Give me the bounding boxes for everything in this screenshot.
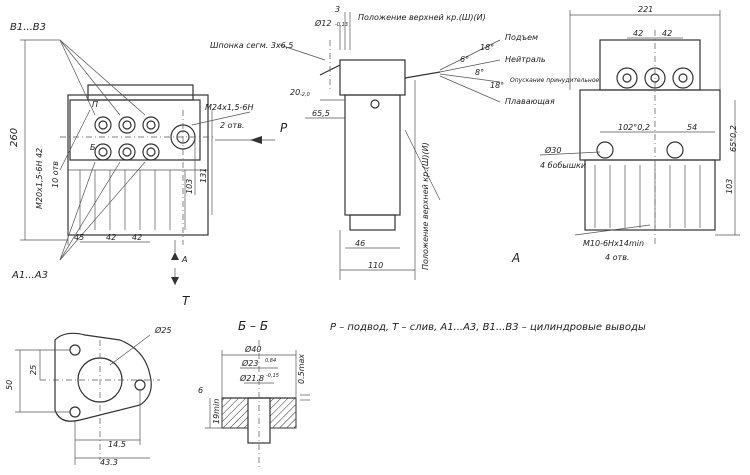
- dim-20: 20: [290, 88, 300, 97]
- flange-view: Ø25 50 25 14.5 43.3: [5, 325, 171, 467]
- label-plav: Плавающая: [505, 97, 555, 106]
- label-a1a3: A1...A3: [11, 270, 48, 281]
- label-b1b3: B1...B3: [10, 22, 46, 33]
- label-section: Б – Б: [238, 319, 268, 333]
- label-two-holes: 2 отв.: [220, 121, 244, 130]
- dim-65-5: 65,5: [312, 109, 330, 118]
- dim-d30: Ø30: [544, 145, 561, 155]
- label-b-port: Б: [90, 143, 96, 152]
- dim-42a: 42: [106, 233, 116, 242]
- label-four-holes: 4 отв.: [605, 253, 629, 262]
- dim-d12-tol: -0,13: [335, 22, 348, 28]
- label-opusk: Опускание принудительное: [510, 77, 600, 84]
- dim-45: 45: [74, 233, 84, 242]
- dim-20-tol: -2,0: [300, 92, 310, 98]
- dim-d23-tol: 0,84: [265, 358, 276, 364]
- dim-103-right: 103: [725, 179, 734, 194]
- label-m10: M10-6Hx14min: [583, 239, 644, 248]
- dim-43-3: 43.3: [100, 458, 118, 467]
- dim-102: 102°0,2: [618, 123, 650, 132]
- angle-6: 6°: [460, 55, 469, 64]
- label-m20: M20x1,5-6H 42: [35, 148, 44, 209]
- dim-d21-tol: -0,15: [266, 373, 279, 379]
- dim-19min: 19min: [212, 399, 221, 424]
- dim-42b: 42: [132, 233, 142, 242]
- front-view: B1...B3 A1...A3 П Б M24x1,5-6H 2 отв. P …: [9, 22, 288, 308]
- label-podem: Подъем: [505, 33, 538, 42]
- dim-110: 110: [368, 261, 383, 270]
- dim-103-left: 103: [185, 179, 194, 194]
- dim-131: 131: [199, 168, 208, 183]
- dim-d21-8: Ø21.8: [239, 373, 264, 383]
- angle-18b: 18°: [490, 81, 504, 90]
- dim-3: 3: [335, 5, 340, 14]
- arrow-p: [250, 136, 262, 144]
- angle-18a: 18°: [480, 43, 494, 52]
- view-a: 221 42 42 102°0,2 54 65°0,2 Ø30 4 бобышк…: [539, 5, 740, 262]
- dim-46: 46: [355, 239, 365, 248]
- dim-50: 50: [5, 380, 14, 390]
- dim-42d: 42: [662, 29, 672, 38]
- label-side-position: Положение верхней кр.(Ш)(И): [421, 142, 430, 270]
- label-p-arrow: P: [280, 121, 288, 135]
- label-view-a: A: [511, 251, 520, 265]
- label-m24: M24x1,5-6H: [205, 103, 254, 112]
- dim-42c: 42: [633, 29, 643, 38]
- side-view: 3 Ø12 -0,13 Положение верхней кр.(Ш)(И) …: [210, 5, 600, 280]
- dim-221: 221: [638, 5, 653, 14]
- dim-65-2: 65°0,2: [729, 125, 738, 152]
- legend: P – подвод, T – слив, A1...A3, B1...B3 –…: [330, 322, 646, 333]
- label-bobyshki: 4 бобышки: [540, 161, 586, 170]
- arrow-up: [171, 252, 179, 260]
- label-a-arrow: A: [181, 255, 187, 264]
- dim-14-5: 14.5: [108, 440, 126, 449]
- label-shponka: Шпонка сегм. 3x6,5: [210, 41, 293, 50]
- label-neitral: Нейтраль: [505, 55, 546, 64]
- arrow-down: [171, 277, 179, 285]
- dim-6: 6: [198, 386, 203, 395]
- dim-d40: Ø40: [244, 344, 261, 354]
- dim-260: 260: [9, 128, 20, 147]
- section-bb: Б – Б Ø40 Ø23 0,84 Ø21.8 -0,15 0.5max 19…: [198, 319, 310, 470]
- dim-d25: Ø25: [154, 325, 171, 335]
- dim-d23: Ø23: [241, 358, 258, 368]
- label-t-arrow: T: [182, 294, 191, 308]
- angle-8: 8°: [475, 68, 484, 77]
- dim-54: 54: [687, 123, 697, 132]
- label-top-position: Положение верхней кр.(Ш)(И): [358, 13, 486, 22]
- dim-0-5max: 0.5max: [297, 354, 306, 384]
- dim-25v: 25: [29, 365, 38, 375]
- label-ten-holes: 10 отв: [51, 161, 60, 188]
- label-p-port: П: [92, 100, 98, 109]
- dim-d12: Ø12: [314, 18, 331, 28]
